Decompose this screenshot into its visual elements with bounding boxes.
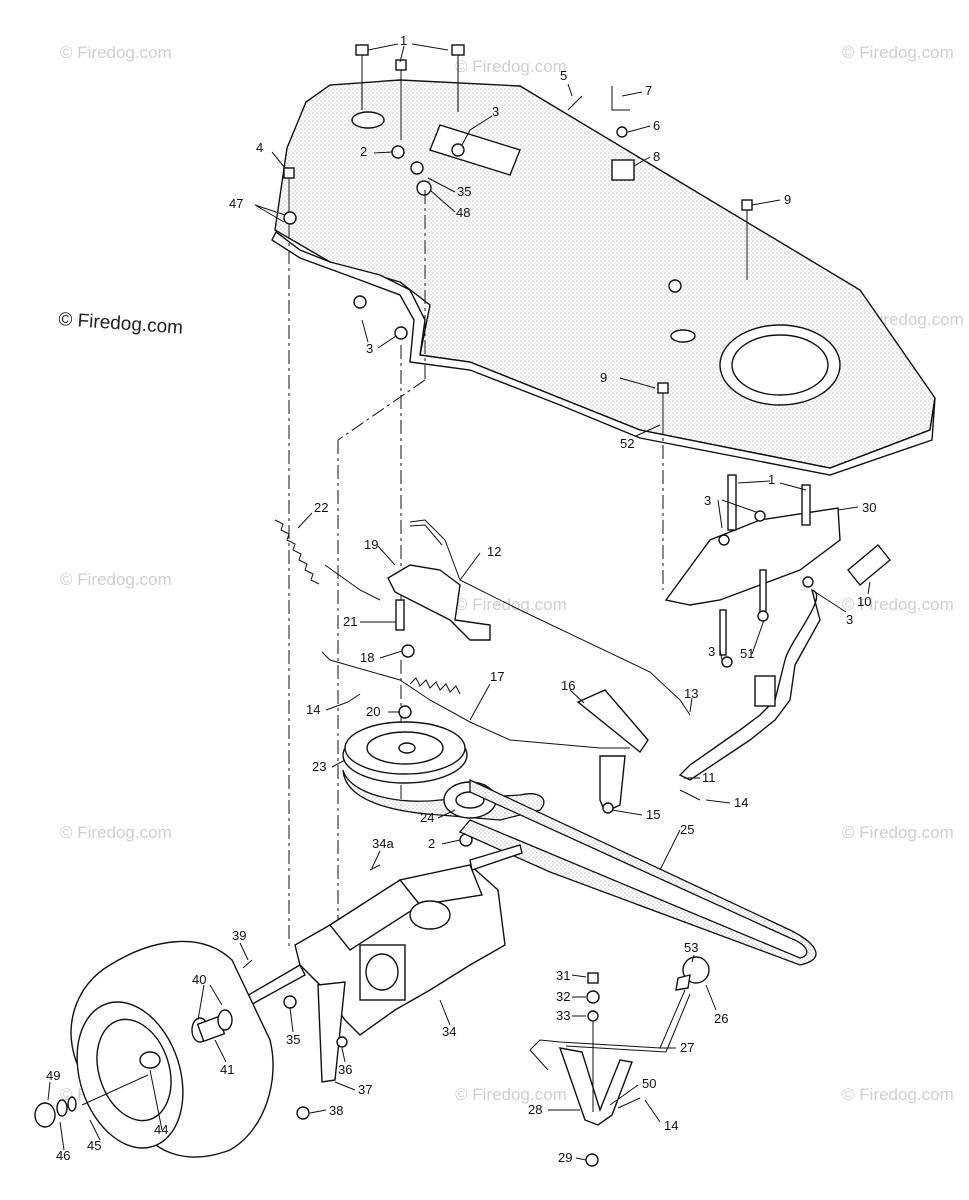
callout-2: 2 — [428, 836, 435, 851]
callout-34: 34 — [442, 1024, 456, 1039]
watermark-text: © Firedog.com — [842, 43, 954, 62]
callout-2: 2 — [360, 144, 367, 159]
lift-assembly — [529, 956, 710, 1167]
pedal-bracket — [664, 474, 891, 781]
callout-18: 18 — [360, 650, 374, 665]
callout-9: 9 — [784, 192, 791, 207]
callout-29: 29 — [558, 1150, 572, 1165]
alignment-lines — [288, 190, 664, 1010]
callout-11: 11 — [702, 770, 716, 785]
callout-13: 13 — [684, 686, 698, 701]
callout-36: 36 — [338, 1062, 352, 1077]
rear-wheel — [34, 940, 274, 1158]
callout-41: 41 — [220, 1062, 234, 1077]
frame-deck — [271, 79, 936, 476]
callout-14: 14 — [734, 795, 748, 810]
callout-46: 46 — [56, 1148, 70, 1163]
callout-19: 19 — [364, 537, 378, 552]
watermark-text: © Firedog.com — [842, 823, 954, 842]
watermark-text: © Firedog.com — [455, 1085, 567, 1104]
callout-26: 26 — [714, 1011, 728, 1026]
linkage — [274, 519, 701, 814]
callout-7: 7 — [645, 83, 652, 98]
callout-49: 49 — [46, 1068, 60, 1083]
callout-32: 32 — [556, 989, 570, 1004]
callout-48: 48 — [456, 205, 470, 220]
callout-3: 3 — [366, 341, 373, 356]
callout-21: 21 — [343, 614, 357, 629]
callout-28: 28 — [528, 1102, 542, 1117]
callout-15: 15 — [646, 807, 660, 822]
callout-1: 1 — [768, 472, 775, 487]
callout-14: 14 — [306, 702, 320, 717]
transaxle — [239, 844, 523, 1120]
callout-3: 3 — [704, 493, 711, 508]
callout-3: 3 — [492, 104, 499, 119]
watermark-text: © Firedog.com — [60, 570, 172, 589]
watermark-text: © Firedog.com — [60, 823, 172, 842]
callout-51: 51 — [740, 646, 754, 661]
callout-1: 1 — [400, 33, 407, 48]
callout-31: 31 — [556, 968, 570, 983]
watermark-text: © Firedog.com — [842, 595, 954, 614]
callout-labels: 1 3 4 2 47 35 48 5 7 6 8 9 3 9 52 1 30 3… — [46, 33, 876, 1165]
callout-3: 3 — [846, 612, 853, 627]
callout-35: 35 — [457, 184, 471, 199]
callout-35: 35 — [286, 1032, 300, 1047]
callout-20: 20 — [366, 704, 380, 719]
top-bolts — [283, 44, 753, 420]
callout-34a: 34a — [372, 836, 394, 851]
callout-27: 27 — [680, 1040, 694, 1055]
callout-40: 40 — [192, 972, 206, 987]
watermark-text: © Firedog.com — [455, 57, 567, 76]
callout-16: 16 — [561, 678, 575, 693]
callout-44: 44 — [154, 1122, 168, 1137]
watermark-text-dark: © Firedog.com — [58, 309, 184, 339]
callout-3: 3 — [708, 644, 715, 659]
callout-6: 6 — [653, 118, 660, 133]
callout-50: 50 — [642, 1076, 656, 1091]
callout-22: 22 — [314, 500, 328, 515]
callout-52: 52 — [620, 436, 634, 451]
callout-8: 8 — [653, 149, 660, 164]
leader-lines — [47, 43, 871, 1161]
callout-45: 45 — [87, 1138, 101, 1153]
callout-10: 10 — [857, 594, 871, 609]
callout-39: 39 — [232, 928, 246, 943]
callout-24: 24 — [420, 810, 434, 825]
callout-5: 5 — [560, 68, 567, 83]
callout-53: 53 — [684, 940, 698, 955]
callout-4: 4 — [256, 140, 263, 155]
callout-9: 9 — [600, 370, 607, 385]
callout-37: 37 — [358, 1082, 372, 1097]
callout-33: 33 — [556, 1008, 570, 1023]
callout-25: 25 — [680, 822, 694, 837]
callout-14: 14 — [664, 1118, 678, 1133]
callout-23: 23 — [312, 759, 326, 774]
callout-17: 17 — [490, 669, 504, 684]
watermark-text: © Firedog.com — [842, 1085, 954, 1104]
callout-12: 12 — [487, 544, 501, 559]
callout-30: 30 — [862, 500, 876, 515]
callout-47: 47 — [229, 196, 243, 211]
watermark-text: © Firedog.com — [60, 43, 172, 62]
watermark-text: © Firedog.com — [455, 595, 567, 614]
callout-38: 38 — [329, 1103, 343, 1118]
drive-belt — [458, 778, 817, 966]
